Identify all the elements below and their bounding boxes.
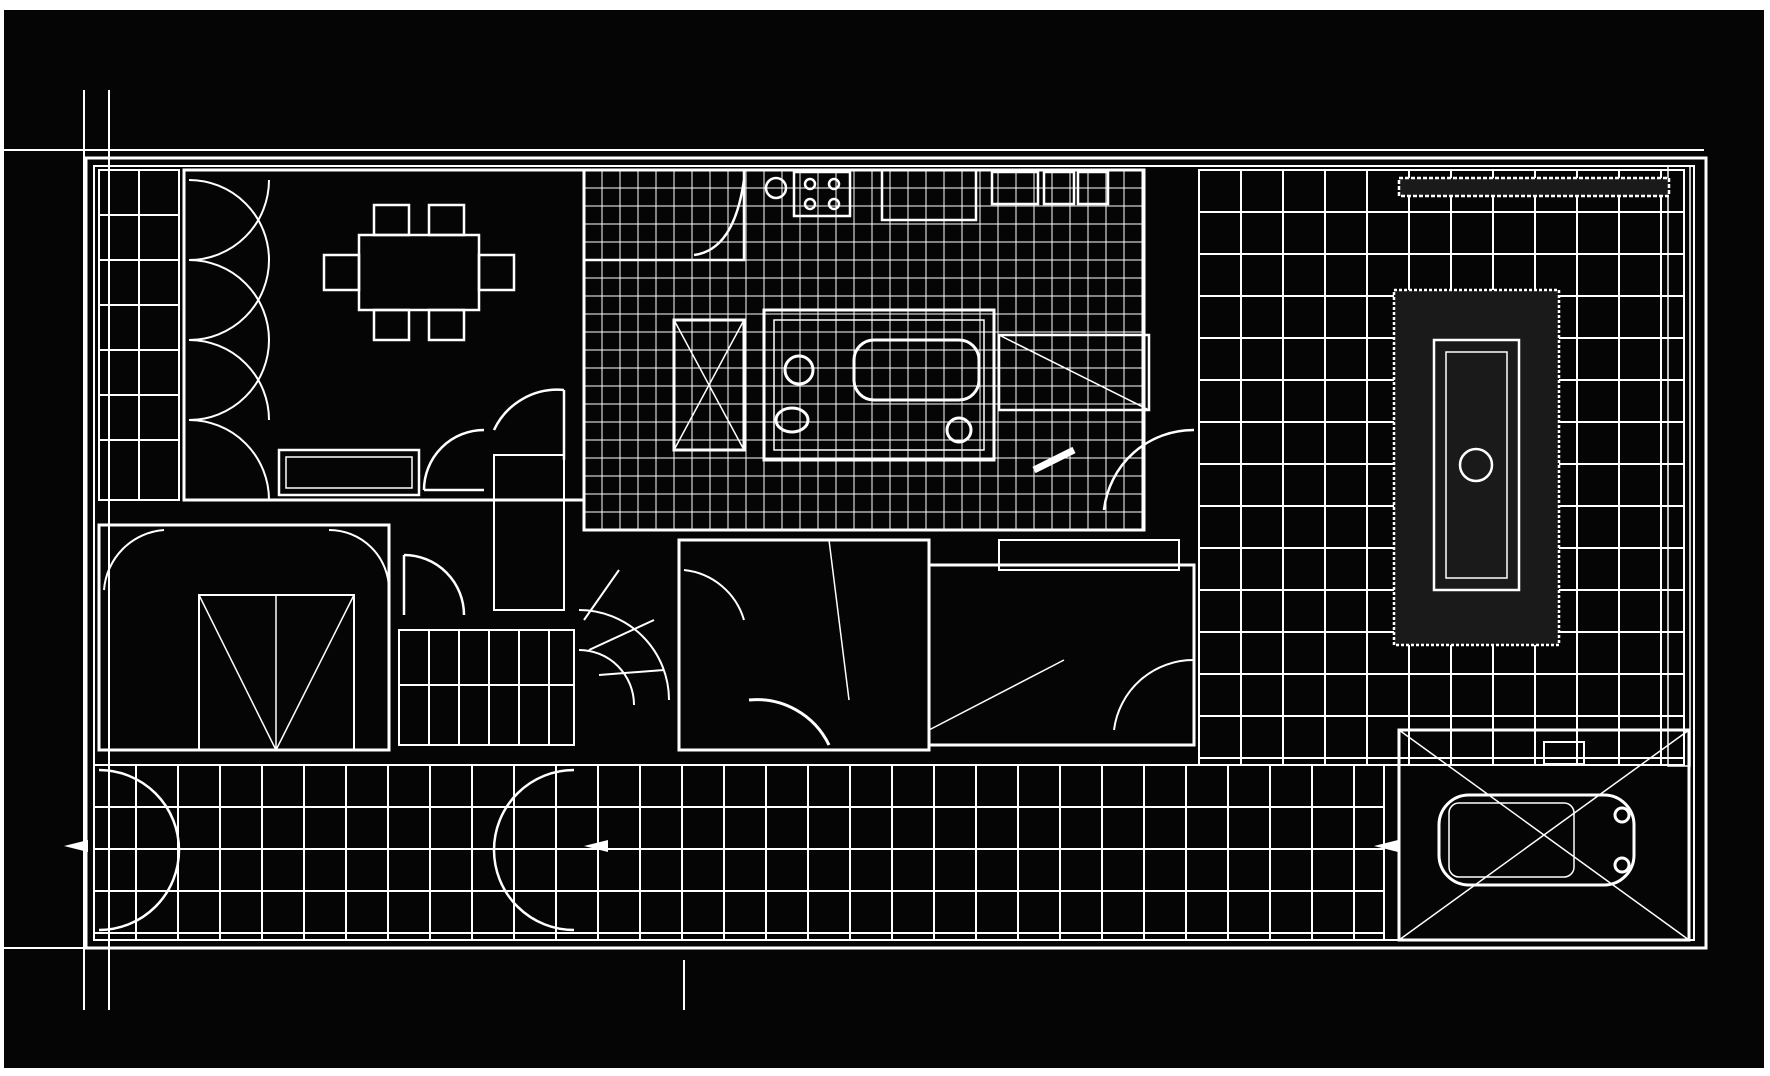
pool-planter bbox=[1392, 176, 1671, 647]
kitchen-grid bbox=[583, 169, 1144, 531]
floor-plan-sheet bbox=[4, 10, 1764, 1068]
storage-cross bbox=[997, 333, 1195, 511]
utility-room bbox=[97, 523, 391, 752]
sideboard bbox=[277, 448, 421, 497]
bedroom-2 bbox=[927, 539, 1196, 747]
staircase bbox=[398, 569, 670, 746]
floor-plan-drawing bbox=[4, 90, 1708, 1010]
entrance-arrows bbox=[64, 840, 1398, 852]
hall-doors bbox=[402, 388, 566, 616]
bathroom bbox=[672, 308, 996, 462]
tiling-left-column bbox=[98, 169, 180, 501]
front-doors bbox=[98, 768, 575, 932]
dining-table bbox=[322, 203, 516, 342]
kitchen-counter bbox=[582, 168, 1110, 262]
carport bbox=[1397, 728, 1691, 942]
front-terrace bbox=[93, 764, 1385, 941]
bedroom-1 bbox=[677, 538, 931, 752]
